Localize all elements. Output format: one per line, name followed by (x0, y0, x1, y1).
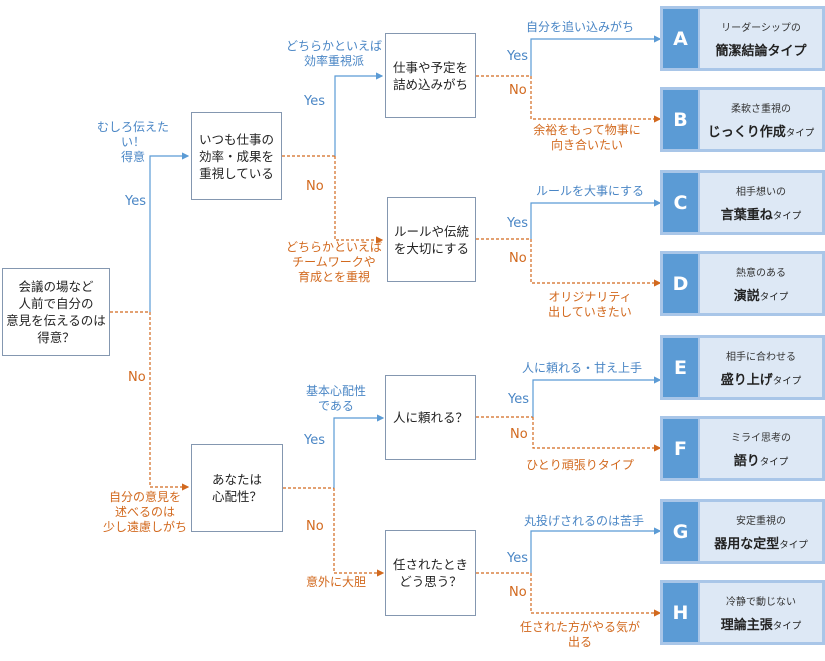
q6-yes-label: Yes (508, 392, 529, 407)
result-letter: G (663, 502, 698, 561)
question-box-q4: 仕事や予定を 詰め込みがち (385, 33, 476, 118)
result-subtitle: 冷静で動じない (726, 596, 796, 608)
result-subtitle: ミライ思考の (731, 432, 791, 444)
question-box-q7: 任されたとき どう思う？ (385, 530, 476, 616)
note-q6-yes: 人に頼れる・甘え上手 (521, 361, 642, 375)
q6-no-line (532, 417, 662, 452)
note-q6-no: ひとり頑張りタイプ (526, 458, 634, 472)
result-letter: C (663, 173, 698, 232)
result-title: 簡潔結論タイプ (715, 43, 807, 59)
q2-yes-line (334, 72, 384, 156)
note-q7-yes: 丸投げされるのは苦手 (523, 514, 644, 528)
note-q5-no: オリジナリティ 出していきたい (548, 290, 632, 319)
result-title: 理論主張タイプ (720, 617, 802, 633)
question-box-q6: 人に頼れる？ (385, 375, 476, 460)
result-letter: A (663, 9, 698, 68)
q2-no-label: No (306, 179, 324, 194)
result-subtitle: 安定重視の (736, 515, 786, 527)
q2-yes-label: Yes (304, 94, 325, 109)
q3-yes-line (333, 414, 385, 488)
note-q4-no: 余裕をもって物事に 向き合いたい (533, 123, 641, 152)
q3-no-label: No (306, 519, 324, 534)
result-subtitle: 相手想いの (736, 186, 786, 198)
q7-yes-label: Yes (507, 551, 528, 566)
note-q4-yes: 自分を追い込みがち (525, 20, 634, 34)
result-letter: H (663, 583, 698, 642)
q6-yes-line (532, 376, 662, 417)
q4-yes-line (530, 35, 662, 76)
note-q1-no: 自分の意見を 述べるのは 少し遠慮しがち (102, 490, 187, 534)
q7-yes-line (530, 527, 662, 573)
q5-yes-line (530, 199, 662, 239)
result-box-g: G 安定重視の器用な定型タイプ (660, 499, 825, 564)
result-box-e: E 相手に合わせる盛り上げタイプ (660, 335, 825, 400)
q5-no-label: No (509, 251, 527, 266)
result-title: 語りタイプ (733, 453, 789, 469)
note-q3-yes: 基本心配性 である (305, 384, 366, 413)
q3-no-line (333, 488, 385, 577)
result-title: 演説タイプ (733, 288, 789, 304)
question-box-q3: あなたは 心配性？ (191, 444, 283, 532)
q5-yes-label: Yes (507, 216, 528, 231)
q7-no-line (530, 573, 662, 617)
question-box-q2: いつも仕事の 効率・成果を 重視している (191, 112, 282, 200)
note-q7-no: 任された方がやる気が 出る (519, 620, 640, 649)
q4-no-label: No (509, 83, 527, 98)
q1-yes-line (149, 152, 190, 312)
note-q5-yes: ルールを大事にする (535, 184, 645, 198)
result-box-f: F ミライ思考の語りタイプ (660, 416, 825, 481)
q4-no-line (530, 76, 662, 123)
result-subtitle: リーダーシップの (721, 22, 801, 34)
q1-yes-label: Yes (125, 194, 146, 209)
result-subtitle: 相手に合わせる (726, 351, 796, 363)
q1-no-label: No (128, 370, 146, 385)
note-q1-yes: むしろ伝えたい！ 得意 (96, 120, 169, 164)
q5-no-line (530, 239, 662, 287)
q2-no-line (334, 156, 384, 244)
result-box-b: B 柔軟さ重視のじっくり作成タイプ (660, 87, 825, 152)
q3-yes-label: Yes (304, 433, 325, 448)
result-title: 盛り上げタイプ (720, 372, 802, 388)
note-q2-no: どちらかといえば チームワークや 育成とを重視 (285, 240, 382, 284)
result-letter: D (663, 254, 698, 313)
result-box-h: H 冷静で動じない理論主張タイプ (660, 580, 825, 645)
note-q2-yes: どちらかといえば 効率重視派 (285, 39, 382, 68)
q6-no-label: No (510, 427, 528, 442)
result-box-a: A リーダーシップの簡潔結論タイプ (660, 6, 825, 71)
q4-yes-label: Yes (507, 49, 528, 64)
question-box-q1: 会議の場など 人前で自分の 意見を伝えるのは 得意？ (2, 268, 110, 356)
result-letter: E (663, 338, 698, 397)
q1-no-line (149, 312, 190, 491)
result-box-d: D 熱意のある演説タイプ (660, 251, 825, 316)
question-box-q5: ルールや伝統 を大切にする (387, 197, 476, 282)
result-title: 器用な定型タイプ (714, 536, 808, 552)
result-title: じっくり作成タイプ (707, 124, 815, 140)
result-subtitle: 熱意のある (736, 267, 786, 279)
result-letter: B (663, 90, 698, 149)
note-q3-no: 意外に大胆 (305, 575, 366, 589)
result-subtitle: 柔軟さ重視の (731, 103, 791, 115)
result-letter: F (663, 419, 698, 478)
q7-no-label: No (509, 585, 527, 600)
result-box-c: C 相手想いの言葉重ねタイプ (660, 170, 825, 235)
result-title: 言葉重ねタイプ (720, 207, 802, 223)
